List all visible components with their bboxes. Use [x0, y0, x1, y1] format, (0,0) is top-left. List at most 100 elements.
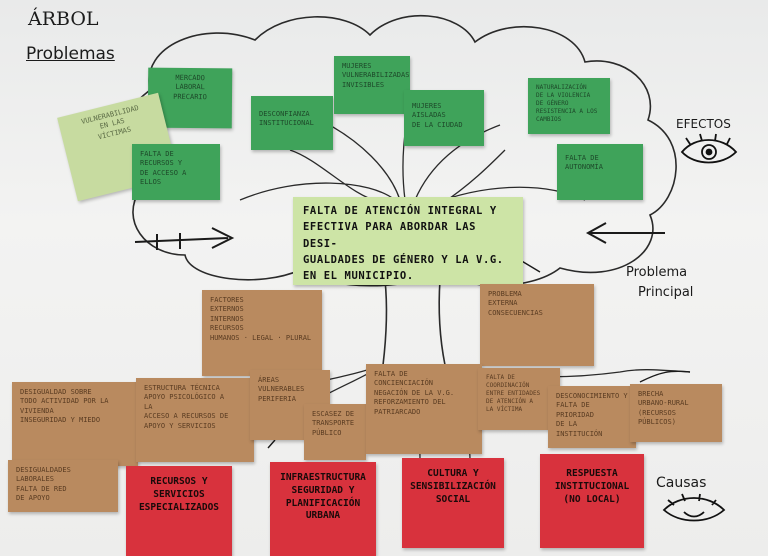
note-line: INTERNOS — [210, 314, 244, 323]
note-line: DESIGUALDADES — [16, 466, 71, 474]
note-line: INSTITUCIONAL — [259, 119, 314, 128]
note-line: DESCONOCIMIENTO Y — [556, 392, 628, 400]
eye-icon — [680, 133, 738, 164]
label-problem-line1: Problema — [626, 265, 688, 280]
note-line: VULNERABLES — [258, 385, 305, 394]
note-line: INSEGURIDAD Y MIEDO — [20, 416, 101, 425]
label-causes: Causas — [656, 475, 707, 491]
note-line: ESTRUCTURA TÉCNICA — [144, 384, 220, 392]
effect-note: MUJERES VULNERABILIZADAS INVISIBLES — [334, 56, 410, 114]
note-line: CULTURA Y — [427, 468, 479, 479]
note-line: CAMBIOS — [536, 116, 562, 124]
note-line: ESCASEZ DE — [312, 410, 355, 418]
label-problem-line2: Principal — [638, 285, 694, 300]
cause-note: FALTA DE CONCIENCIACIÓN NEGACIÓN DE LA V… — [366, 364, 482, 454]
note-line: LABORALES — [16, 475, 54, 484]
note-line: DE APOYO — [16, 494, 50, 503]
note-line: SOCIAL — [435, 493, 471, 505]
note-line: MERCADO — [175, 73, 205, 83]
cause-note: ESCASEZ DE TRANSPORTE PÚBLICO — [304, 404, 366, 460]
note-line: LA — [144, 402, 153, 411]
hand-arrow — [639, 370, 691, 383]
note-line: FALTA DE — [565, 154, 599, 162]
note-line: SENSIBILIZACIÓN — [410, 480, 496, 492]
note-line: ÁREAS — [258, 376, 280, 384]
cause-note: FACTORES EXTERNOS INTERNOS RECURSOS HUMA… — [202, 290, 322, 376]
note-line: PÚBLICO — [312, 428, 342, 437]
note-line: FALTA DE RED — [16, 484, 67, 493]
note-line: INFRAESTRUCTURA — [280, 472, 366, 483]
note-line: PROBLEMA — [488, 290, 522, 298]
effect-note: NATURALIZACIÓN DE LA VIOLENCIA DE GÉNERO… — [528, 78, 610, 134]
note-line: REFORZAMIENTO DEL PATRIARCADO — [374, 398, 446, 416]
note-line: EXTERNA — [488, 299, 518, 308]
note-line: EXTERNOS — [210, 305, 244, 314]
note-line: CONCIENCIACIÓN — [374, 379, 434, 388]
note-line: DESIGUALDAD SOBRE — [20, 388, 92, 396]
note-line: NATURALIZACIÓN — [536, 84, 587, 91]
note-line: ENTRE ENTIDADES — [486, 390, 541, 398]
note-line: (NO LOCAL) — [563, 493, 621, 505]
cause-note: PROBLEMA EXTERNA CONSECUENCIAS — [480, 284, 594, 366]
note-line: MUJERES — [342, 62, 372, 70]
label-effects: EFECTOS — [676, 117, 731, 131]
note-line: EFECTIVA PARA ABORDAR LAS DESI- — [303, 221, 477, 250]
note-line: ACCESO A RECURSOS DE — [144, 412, 229, 421]
note-line: URBANO-RURAL — [638, 399, 689, 408]
cause-note: DESIGUALDADES LABORALES FALTA DE RED DE … — [8, 460, 118, 512]
note-line: PLANIFICACIÓN — [285, 497, 361, 509]
note-line: RECURSOS — [210, 324, 244, 333]
note-line: DE LA — [556, 420, 578, 429]
note-line: RESISTENCIA A LOS — [536, 108, 598, 116]
root-cause-note: RESPUESTA INSTITUCIONAL (NO LOCAL) — [540, 454, 644, 548]
note-line: TODO ACTIVIDAD POR LA — [20, 397, 109, 406]
title-arbol: ÁRBOL — [28, 8, 99, 30]
note-line: FALTA DE COORDINACIÓN — [486, 374, 530, 390]
note-line: BRECHA — [638, 390, 664, 398]
effect-note: FALTA DE RECURSOS Y DE ACCESO A ELLOS — [132, 144, 220, 200]
arrow-icon — [585, 222, 665, 244]
note-line: (RECURSOS PÚBLICOS) — [638, 408, 676, 427]
note-line: ESPECIALIZADOS — [138, 501, 220, 513]
note-line: LA VÍCTIMA — [486, 406, 523, 414]
arrow-icon — [134, 227, 235, 250]
note-line: NEGACIÓN DE LA V.G. — [374, 388, 455, 397]
root-cause-note: INFRAESTRUCTURA SEGURIDAD Y PLANIFICACIÓ… — [270, 462, 376, 556]
effect-note: FALTA DE AUTONOMÍA — [557, 144, 643, 200]
effect-note: MUJERES AISLADAS DE LA CIUDAD — [404, 90, 484, 146]
tree-crown — [115, 14, 677, 287]
note-line: EN EL MUNICIPIO. — [303, 270, 414, 283]
root-cause-note: RECURSOS Y SERVICIOS ESPECIALIZADOS — [126, 466, 232, 556]
note-line: FALTA DE — [374, 370, 408, 378]
note-line: APOYO Y SERVICIOS — [144, 421, 216, 430]
tree-branches — [239, 99, 586, 206]
note-line: VIVIENDA — [20, 406, 54, 415]
title-problemas: Problemas — [26, 44, 115, 64]
main-problem-note: FALTA DE ATENCIÓN INTEGRAL Y EFECTIVA PA… — [293, 197, 523, 285]
note-line: DESCONFIANZA — [259, 110, 310, 118]
note-line: MUJERES AISLADAS — [412, 102, 446, 120]
note-line: INSTITUCIONAL — [554, 480, 630, 492]
cause-note: FALTA DE COORDINACIÓN ENTRE ENTIDADES DE… — [478, 368, 560, 430]
cause-note: DESIGUALDAD SOBRE TODO ACTIVIDAD POR LA … — [12, 382, 138, 466]
root-cause-note: CULTURA Y SENSIBILIZACIÓN SOCIAL — [402, 458, 504, 548]
note-line: INVISIBLES — [342, 80, 385, 89]
cause-note: DESCONOCIMIENTO Y FALTA DE PRIORIDAD DE … — [548, 386, 636, 448]
note-line: CONSECUENCIAS — [488, 308, 543, 317]
note-line: LABORAL — [175, 83, 205, 92]
note-line: DE ACCESO A — [140, 168, 187, 177]
note-line: FALTA DE PRIORIDAD — [556, 401, 594, 419]
note-line: PERIFERIA — [258, 394, 296, 403]
note-line: DE LA CIUDAD — [412, 120, 463, 129]
closed-eye-icon — [662, 493, 726, 522]
effect-note: DESCONFIANZA INSTITUCIONAL — [251, 96, 333, 150]
note-line: SERVICIOS — [153, 488, 205, 500]
note-line: HUMANOS · LEGAL · PLURAL — [210, 333, 312, 342]
note-line: DE ATENCIÓN A — [486, 398, 533, 406]
note-line: GUALDADES DE GÉNERO Y LA V.G. — [303, 253, 504, 266]
cause-note: BRECHA URBANO-RURAL (RECURSOS PÚBLICOS) — [630, 384, 722, 442]
note-line: PRECARIO — [173, 92, 207, 102]
tree-trunk — [382, 279, 446, 366]
